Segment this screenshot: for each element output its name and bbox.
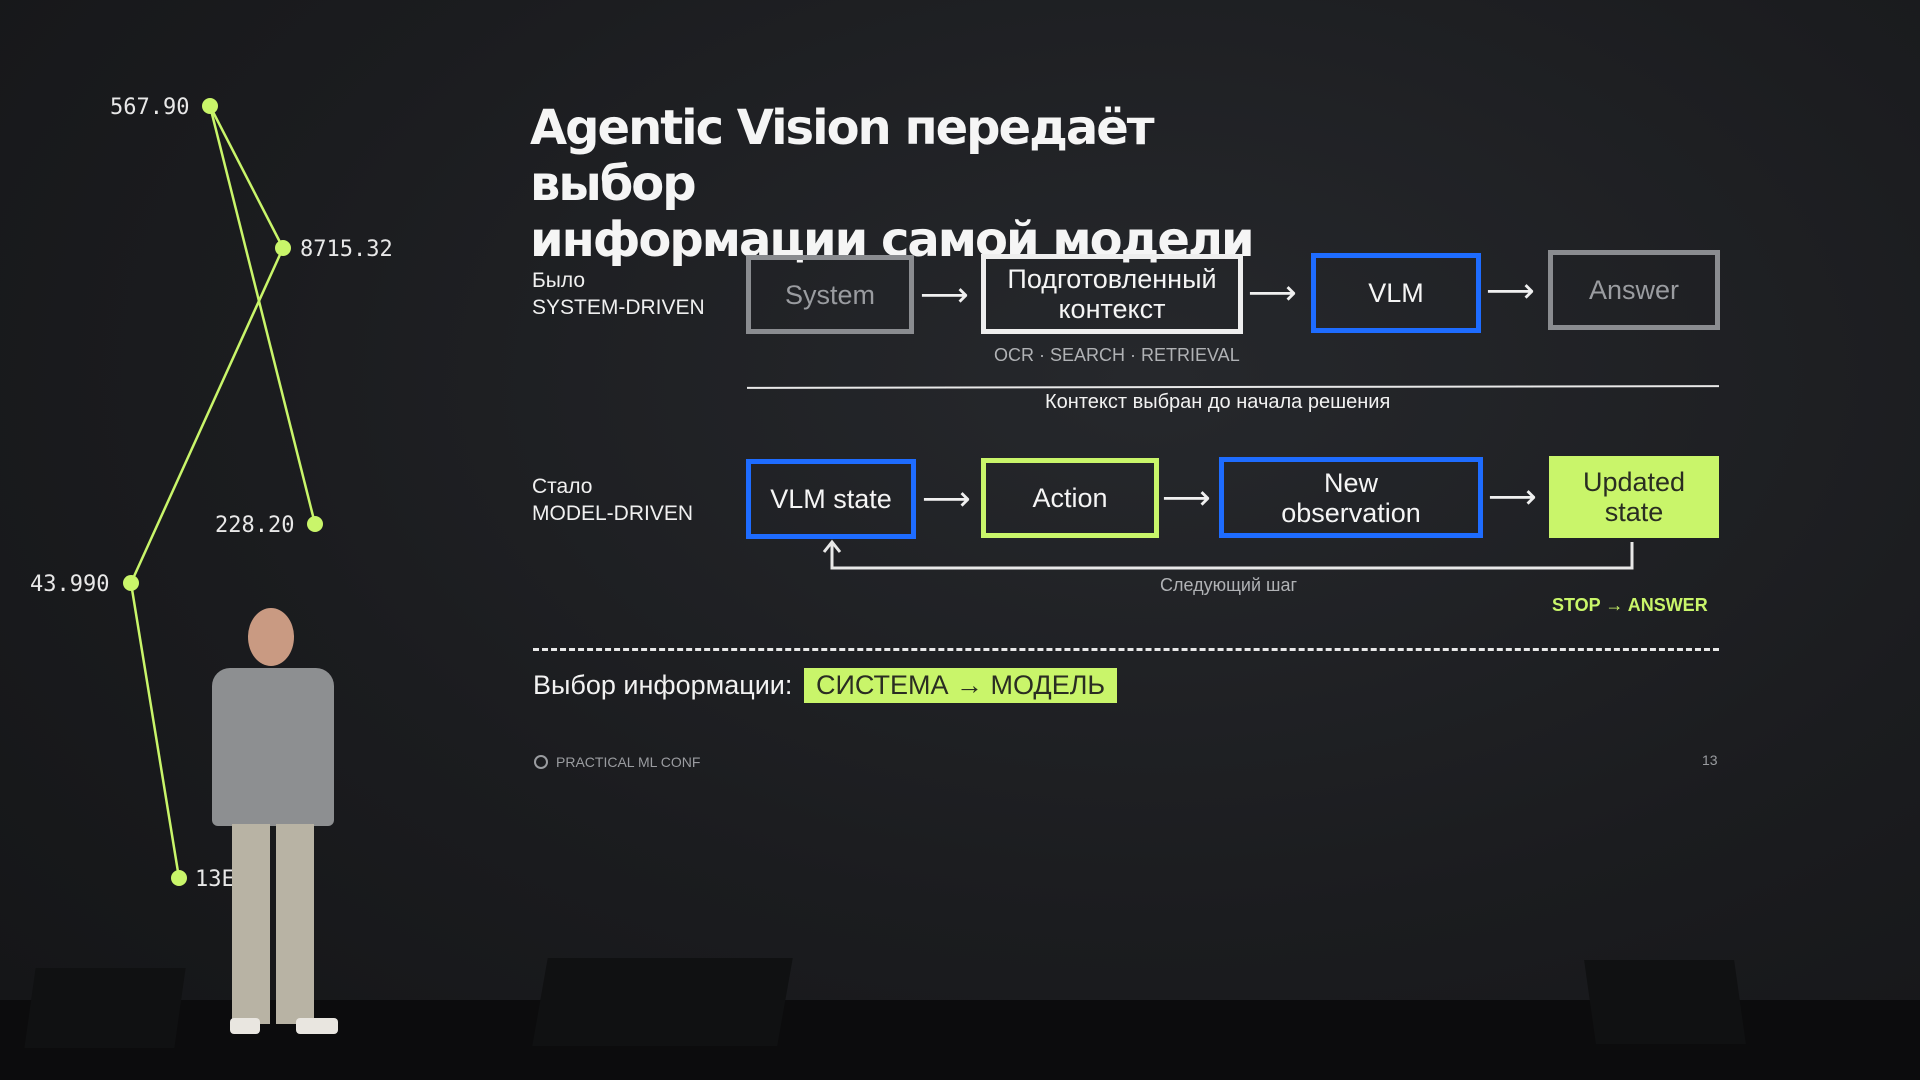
presenter-leg: [276, 824, 314, 1024]
row2-label-line1: Стало: [532, 475, 593, 498]
prepared-context-box: Подготовленный контекст: [981, 254, 1243, 334]
system-box: System: [746, 255, 914, 334]
arrow-right-icon: ⟶: [1162, 479, 1211, 517]
graph-node: [171, 870, 187, 886]
dashed-divider: [533, 648, 1719, 651]
vlm-box: VLM: [1311, 253, 1481, 333]
row2-label: Стало MODEL-DRIVEN: [532, 473, 693, 527]
system-box-label: System: [784, 279, 876, 310]
arrow-right-icon: ⟶: [1488, 478, 1537, 516]
presenter-head: [248, 608, 294, 666]
graph-node: [307, 516, 323, 532]
vlm-state-label: VLM state: [770, 484, 892, 514]
slide-title-line-1: Agentic Vision передаёт выбор: [530, 100, 1155, 212]
loop-label: Следующий шаг: [1160, 575, 1298, 595]
row1-sublabel: OCR · SEARCH · RETRIEVAL: [994, 345, 1240, 365]
stage-monitor: [24, 968, 186, 1048]
arrow-right-icon: ⟶: [1248, 274, 1297, 312]
divider-note: Контекст выбран до начала решения: [1045, 391, 1391, 413]
graph-label: 567.90: [110, 95, 189, 120]
slide-footer: PRACTICAL ML CONF: [534, 754, 700, 770]
action-box: Action: [981, 458, 1159, 538]
graph-node: [275, 240, 291, 256]
presenter: [200, 606, 360, 1046]
stage-monitor: [532, 958, 793, 1046]
graph-node: [202, 98, 218, 114]
presenter-shoe: [230, 1018, 260, 1034]
page-number: 13: [1702, 752, 1718, 768]
vlm-state-box: VLM state: [746, 459, 916, 539]
answer-box: Answer: [1548, 250, 1720, 330]
graph-label: 43.990: [30, 572, 109, 597]
arrow-right-icon: ⟶: [1486, 272, 1535, 310]
presenter-shirt: [212, 668, 334, 826]
answer-box-label: Answer: [1588, 275, 1680, 305]
row1-label-line1: Было: [532, 269, 586, 292]
presenter-shoe: [296, 1018, 338, 1034]
footer-brand: PRACTICAL ML CONF: [556, 754, 701, 770]
conference-logo-icon: [534, 755, 548, 769]
graph-label: 228.20: [215, 513, 294, 538]
graph-label: 8715.32: [300, 237, 393, 262]
presenter-leg: [232, 824, 270, 1024]
slide-title: Agentic Vision передаёт выбор информации…: [530, 100, 1290, 268]
stop-answer-label: STOP → ANSWER: [1552, 595, 1708, 615]
row1-label: Было SYSTEM-DRIVEN: [532, 267, 705, 321]
loop-connector: [822, 539, 1634, 570]
choice-value-badge: СИСТЕМА → МОДЕЛЬ: [804, 668, 1118, 703]
prepared-context-label: Подготовленный контекст: [1007, 264, 1217, 324]
row1-label-line2: SYSTEM-DRIVEN: [532, 296, 705, 319]
updated-state-label: Updated state: [1582, 467, 1686, 527]
divider-line: [746, 385, 1720, 389]
choice-label: Выбор информации:: [533, 670, 793, 700]
stage-monitor: [1584, 960, 1746, 1044]
arrow-right-icon: ⟶: [922, 480, 971, 518]
arrow-right-icon: ⟶: [920, 276, 969, 314]
graph-node: [123, 575, 139, 591]
number-graph: 567.90 8715.32 228.20 43.990 13E 9: [30, 95, 393, 892]
new-observation-box: New observation: [1219, 457, 1483, 538]
action-box-label: Action: [1032, 483, 1108, 513]
new-observation-label: New observation: [1281, 467, 1421, 528]
vlm-box-label: VLM: [1368, 278, 1424, 308]
updated-state-box: Updated state: [1549, 456, 1719, 538]
row2-label-line2: MODEL-DRIVEN: [532, 502, 694, 525]
